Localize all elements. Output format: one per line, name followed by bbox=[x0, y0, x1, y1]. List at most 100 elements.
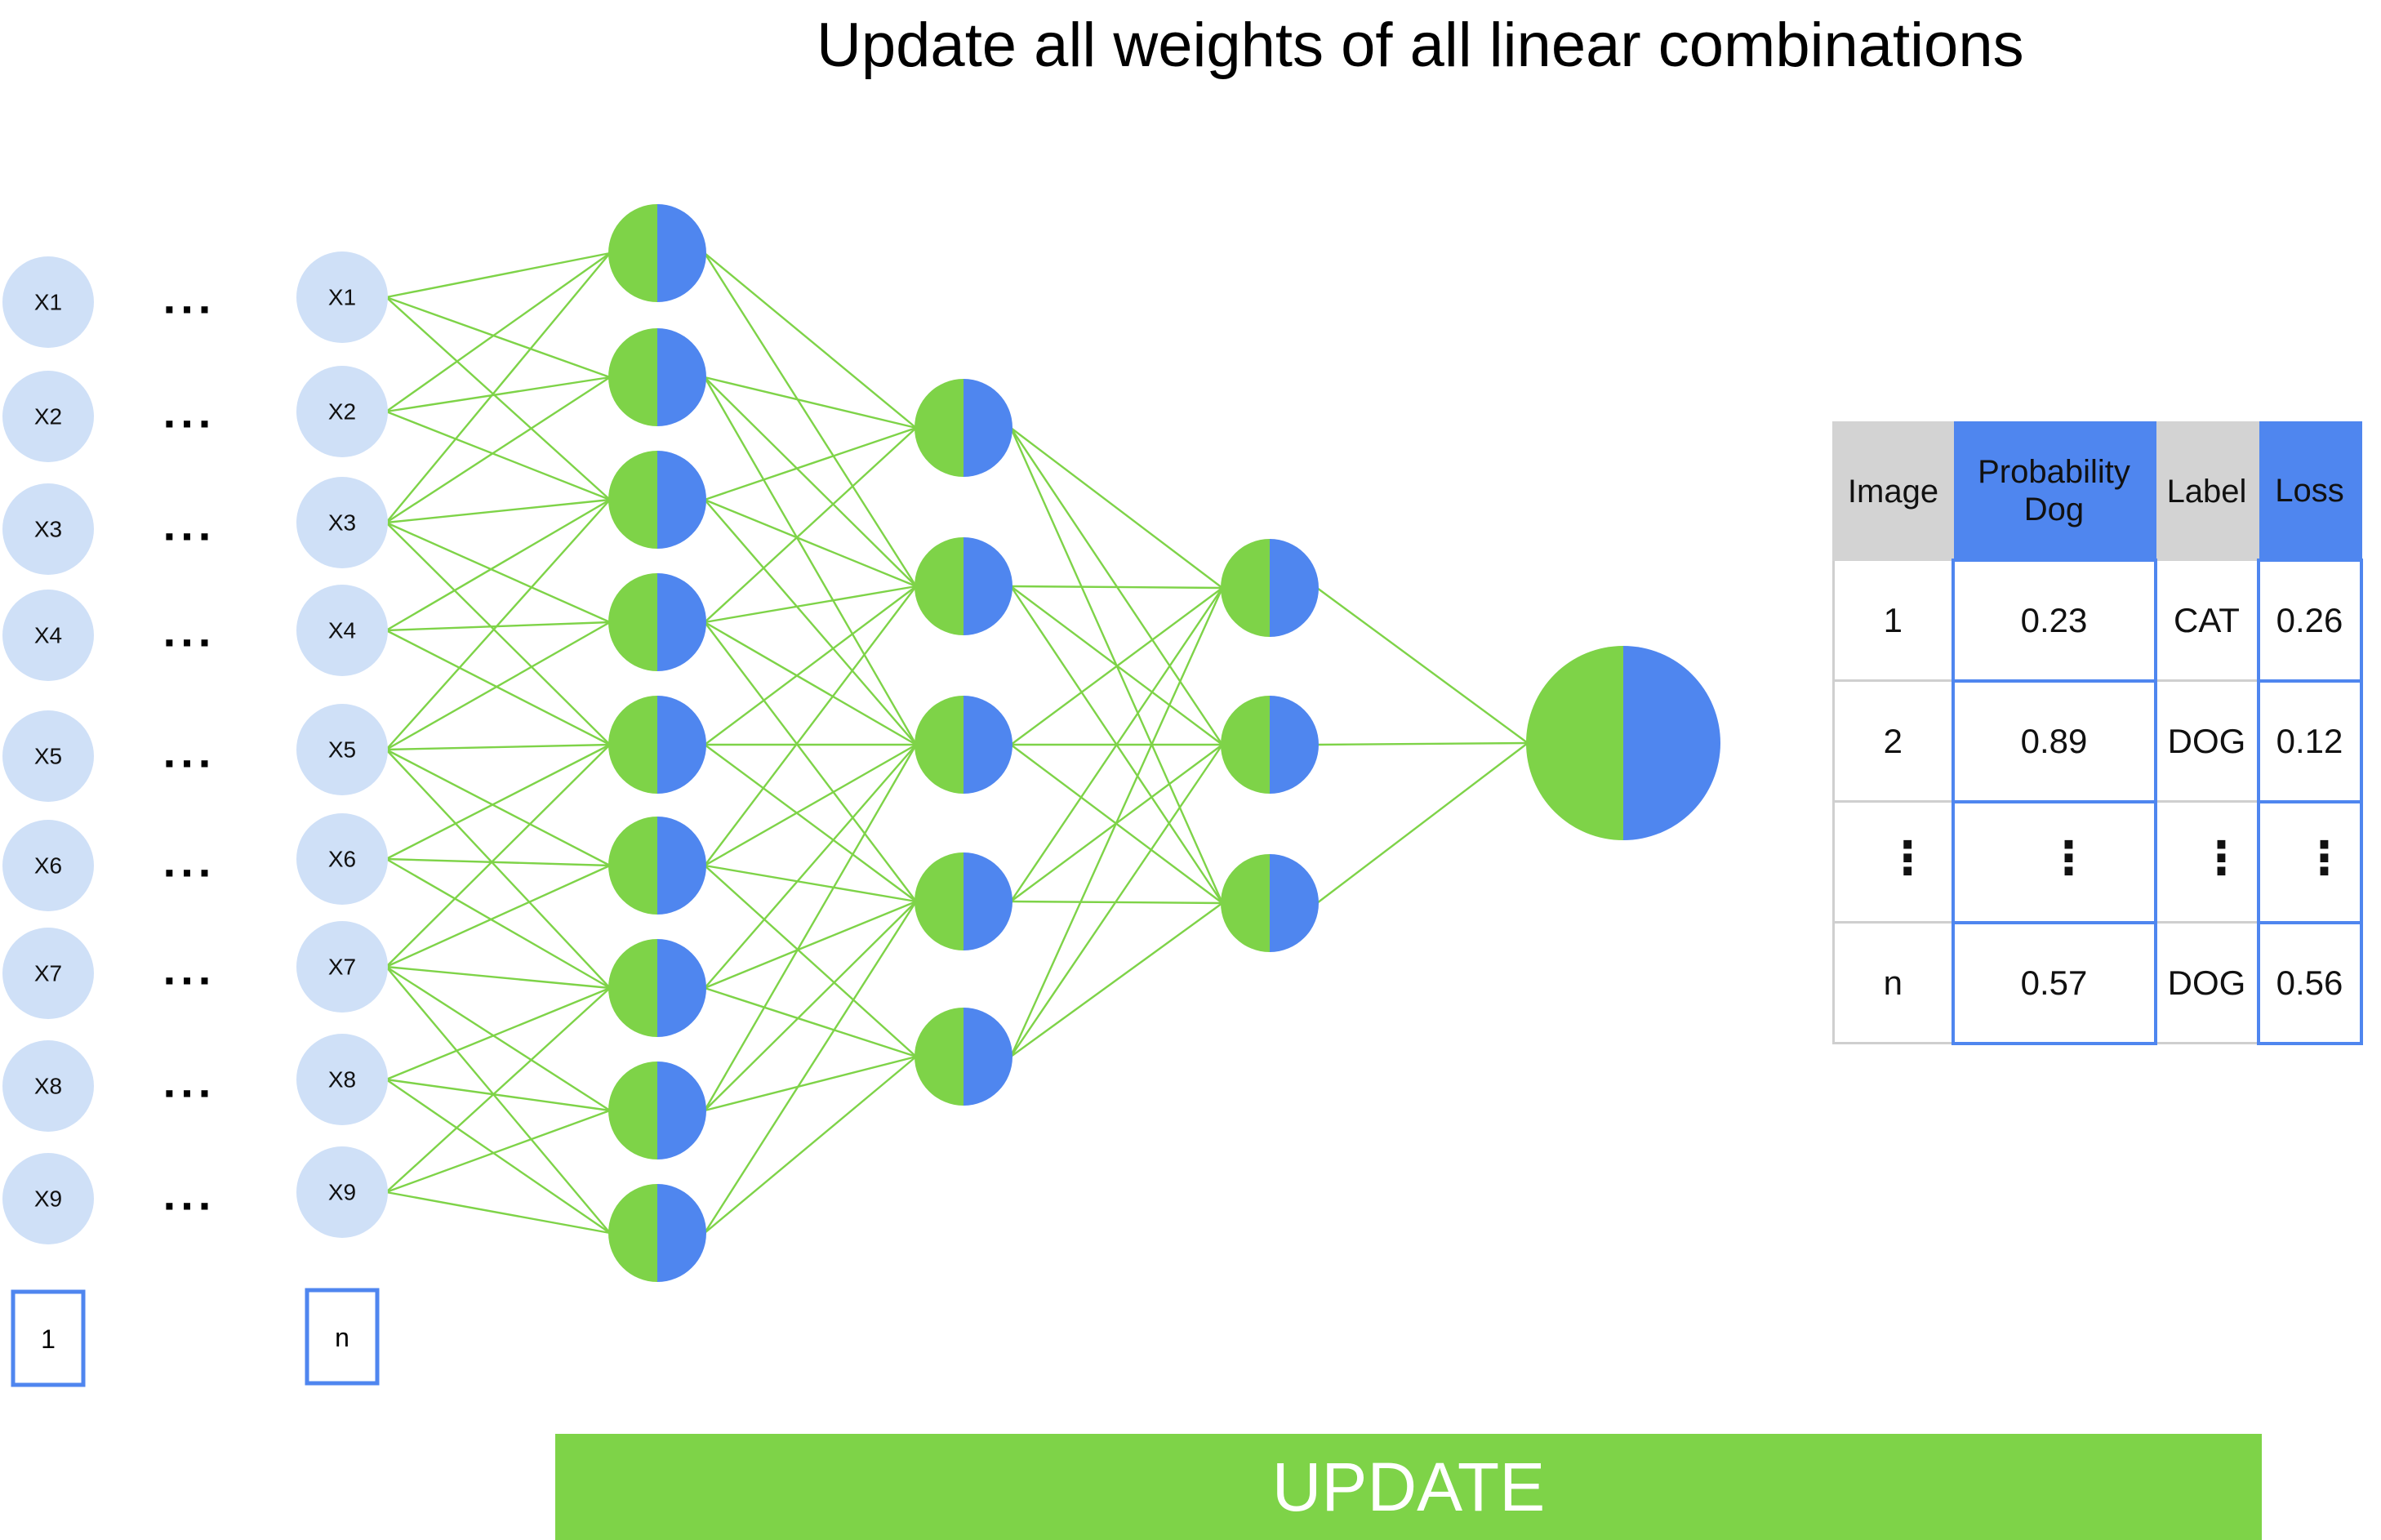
weight-edge bbox=[385, 744, 611, 968]
node-left-half bbox=[1526, 646, 1623, 840]
hidden-node bbox=[608, 573, 706, 671]
horizontal-ellipsis: ... bbox=[163, 835, 216, 887]
node-right-half bbox=[657, 573, 706, 671]
hidden-node bbox=[915, 379, 1012, 477]
weight-edge bbox=[704, 986, 917, 1058]
node-right-half bbox=[1270, 539, 1319, 637]
diagram-title: Update all weights of all linear combina… bbox=[817, 11, 2024, 80]
node-left-half bbox=[608, 939, 657, 1037]
weight-edge bbox=[385, 987, 611, 1193]
output-node bbox=[1526, 646, 1720, 840]
sample-1-box bbox=[11, 1289, 86, 1387]
weight-edge bbox=[385, 296, 611, 501]
table-row: 1 0.23 CAT 0.26 bbox=[1832, 558, 2363, 683]
weight-edge bbox=[385, 498, 611, 524]
cell-label: CAT bbox=[2154, 559, 2259, 682]
cell-image: 2 bbox=[1832, 679, 1954, 803]
horizontal-ellipsis: ... bbox=[163, 605, 216, 657]
weight-edge bbox=[385, 621, 611, 632]
node-right-half bbox=[964, 852, 1012, 950]
hidden-node bbox=[608, 1062, 706, 1159]
node-left-half bbox=[915, 379, 964, 477]
node-left-half bbox=[608, 328, 657, 426]
weight-edge bbox=[704, 743, 917, 867]
cell-label: DOG bbox=[2154, 921, 2259, 1044]
weight-edge bbox=[385, 499, 611, 750]
input-node-label: X7 bbox=[34, 961, 62, 986]
network-edges bbox=[385, 251, 1529, 1235]
weight-edge bbox=[704, 585, 917, 624]
weight-edge bbox=[1010, 587, 1223, 746]
weight-edge bbox=[703, 252, 918, 587]
node-left-half bbox=[608, 451, 657, 549]
weight-edge bbox=[704, 498, 917, 588]
weight-edge bbox=[385, 410, 611, 501]
hidden-node bbox=[608, 1184, 706, 1282]
weight-edge bbox=[703, 901, 918, 1234]
hidden-node bbox=[608, 451, 706, 549]
header-label: Label bbox=[2154, 421, 2259, 561]
update-button[interactable]: UPDATE bbox=[555, 1434, 2262, 1540]
weight-edge bbox=[704, 427, 917, 623]
input-node-label: X1 bbox=[328, 285, 356, 310]
loss-table: Image Probability Dog Label Loss 1 0.23 … bbox=[1832, 421, 2363, 1045]
input-node bbox=[296, 251, 388, 343]
input-node bbox=[2, 820, 94, 911]
input-node bbox=[2, 256, 94, 348]
table-row: 2 0.89 DOG 0.12 bbox=[1832, 679, 2363, 803]
weight-edge bbox=[385, 621, 611, 751]
sample-n-box bbox=[305, 1288, 380, 1386]
cell-image: 1 bbox=[1832, 559, 1954, 682]
node-left-half bbox=[608, 1184, 657, 1282]
sample-n-box-label: n bbox=[335, 1323, 349, 1352]
input-node bbox=[2, 371, 94, 462]
cell-label: DOG bbox=[2154, 679, 2259, 803]
weight-edge bbox=[385, 252, 611, 523]
input-node bbox=[296, 1146, 388, 1238]
weight-edge bbox=[1010, 585, 1223, 590]
input-node bbox=[296, 1034, 388, 1125]
weight-edge bbox=[385, 521, 611, 624]
input-node bbox=[296, 477, 388, 568]
hidden-node bbox=[608, 817, 706, 915]
weight-edge bbox=[385, 864, 611, 968]
node-right-half bbox=[964, 379, 1012, 477]
weight-edge bbox=[704, 864, 917, 903]
node-left-half bbox=[1221, 539, 1270, 637]
weight-edge bbox=[385, 749, 611, 989]
node-right-half bbox=[964, 537, 1012, 635]
weight-edge bbox=[385, 251, 611, 299]
node-right-half bbox=[1270, 854, 1319, 952]
hidden-node bbox=[1221, 696, 1319, 794]
ellipsis-column: ........................... bbox=[163, 272, 216, 1220]
input-node bbox=[296, 813, 388, 905]
vertical-ellipsis: ⋮ bbox=[2198, 831, 2245, 883]
input-node bbox=[2, 590, 94, 681]
weight-edge bbox=[1010, 427, 1223, 589]
weight-edge bbox=[1010, 744, 1223, 1057]
input-node bbox=[2, 1153, 94, 1244]
node-right-half bbox=[657, 817, 706, 915]
weight-edge bbox=[1316, 587, 1529, 744]
horizontal-ellipsis: ... bbox=[163, 726, 216, 777]
weight-edge bbox=[704, 1056, 917, 1234]
input-node bbox=[2, 483, 94, 575]
hidden-node bbox=[915, 1008, 1012, 1106]
weight-edge bbox=[704, 376, 917, 587]
hidden-node bbox=[1221, 539, 1319, 637]
node-right-half bbox=[657, 1062, 706, 1159]
weight-edge bbox=[704, 621, 917, 746]
horizontal-ellipsis: ... bbox=[163, 272, 216, 323]
weight-edge bbox=[703, 376, 918, 746]
weight-edge bbox=[385, 376, 611, 413]
weight-edge bbox=[385, 376, 611, 524]
node-right-half bbox=[1623, 646, 1720, 840]
cell-probability: 0.89 bbox=[1951, 679, 2157, 803]
input-node-label: X4 bbox=[34, 623, 62, 648]
header-image: Image bbox=[1832, 421, 1954, 561]
weight-edge bbox=[704, 621, 917, 902]
weight-edge bbox=[704, 376, 917, 430]
input-node-label: X4 bbox=[328, 618, 356, 643]
